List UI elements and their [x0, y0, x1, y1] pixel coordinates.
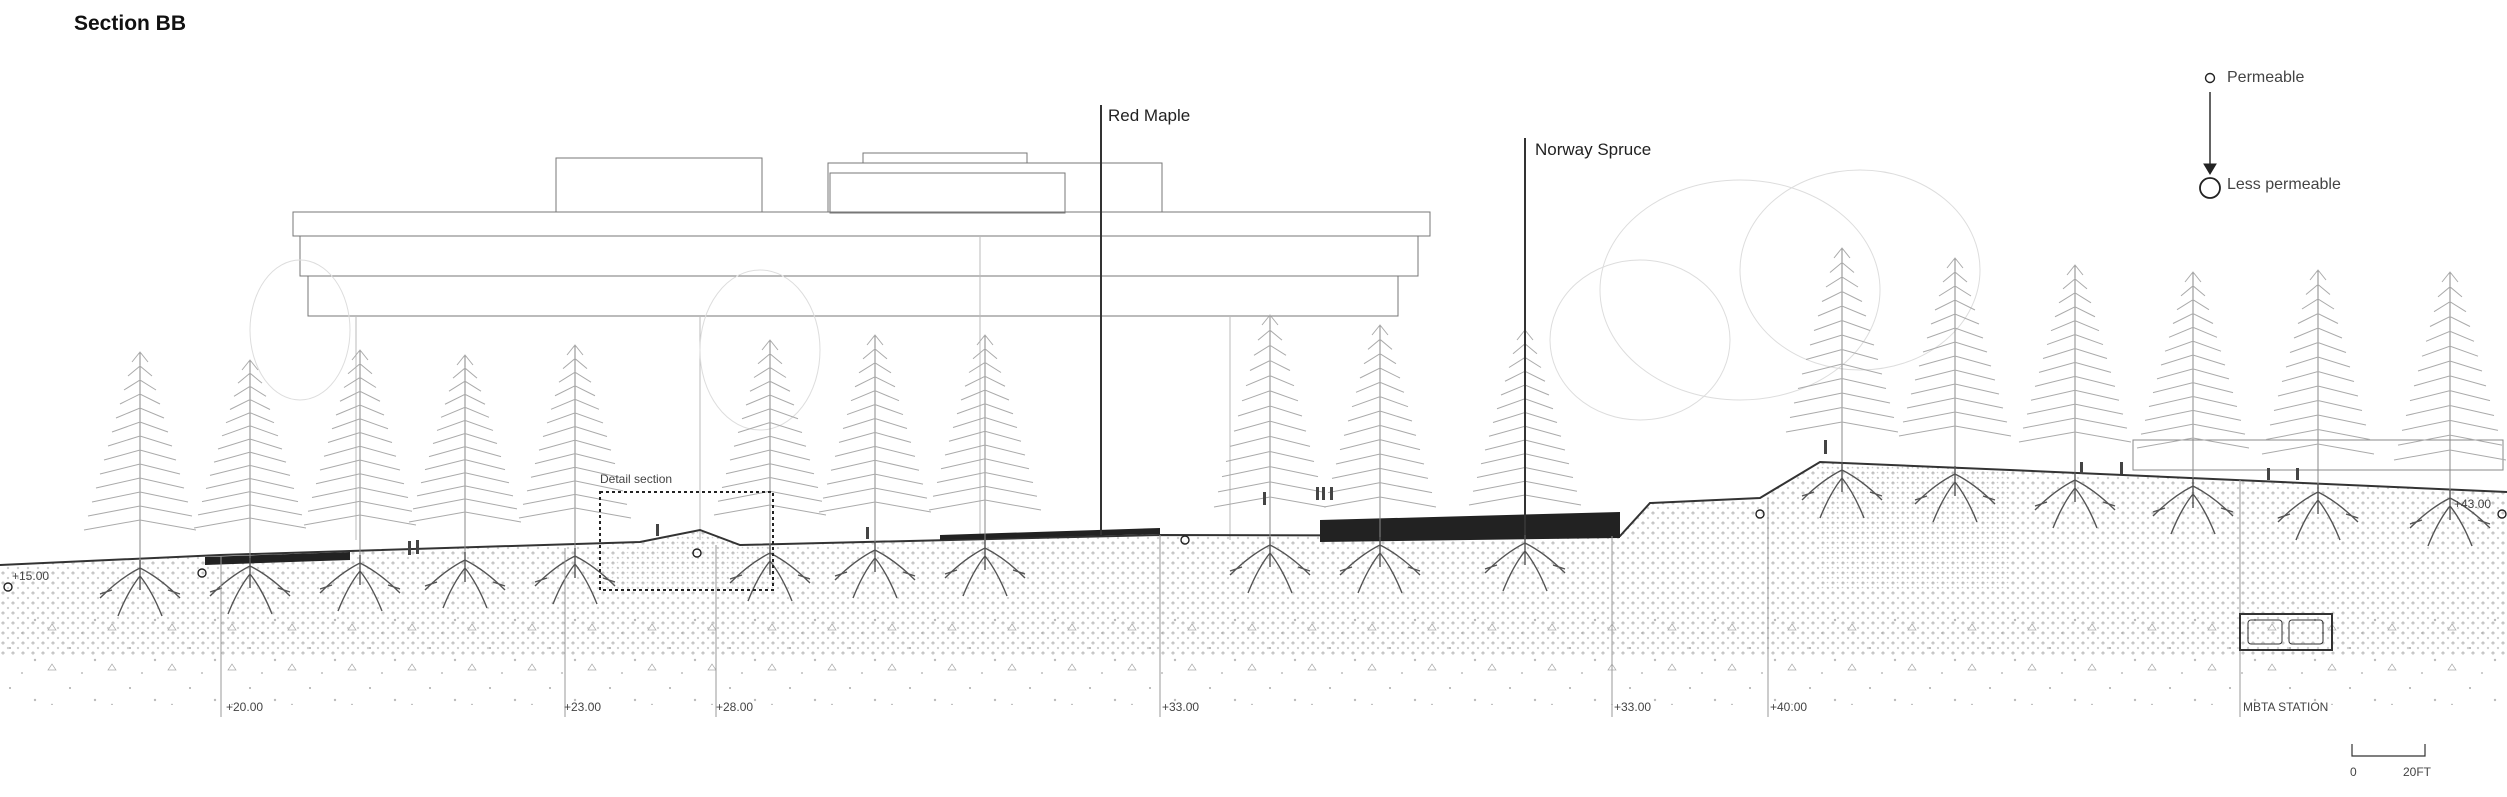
spruce-tree — [193, 359, 307, 558]
tree-roots — [1484, 535, 1566, 592]
mbta-station-label: MBTA STATION — [2243, 700, 2329, 714]
tree-roots — [99, 560, 181, 617]
tree-roots — [1801, 462, 1883, 519]
tree-roots — [319, 555, 401, 612]
spruce-tree — [2018, 264, 2132, 472]
tree-roots — [1914, 466, 1996, 523]
elevation-label: +15.00 — [12, 569, 50, 583]
spruce-tree — [2393, 271, 2507, 490]
spruce-tree — [2136, 271, 2250, 478]
detail-fill — [600, 530, 773, 590]
elevation-label: +40.00 — [1770, 700, 1808, 714]
spruce-tree — [518, 344, 632, 548]
scale-bar-start: 0 — [2350, 765, 2357, 779]
elevation-label: +28.00 — [716, 700, 754, 714]
spruce-tree — [818, 334, 932, 542]
tree-roots — [729, 545, 811, 602]
spruce-tree — [713, 339, 827, 545]
tree-roots — [209, 558, 291, 615]
background-canopy — [249, 169, 1981, 431]
legend-less-permeable-label: Less permeable — [2227, 176, 2341, 193]
elevation-label: +43.00 — [2454, 497, 2492, 511]
legend-graphic — [2199, 72, 2221, 199]
spruce-tree — [303, 349, 417, 555]
gravel-layer — [0, 615, 2507, 705]
spruce-tree — [928, 334, 1042, 540]
tree-roots — [1229, 537, 1311, 594]
people — [408, 440, 2299, 555]
elevation-label: +33.00 — [1614, 700, 1652, 714]
spruce-tree — [1898, 257, 2012, 466]
elevation-label: +33.00 — [1162, 700, 1200, 714]
spruce-tree — [1785, 247, 1899, 462]
legend-permeable-label: Permeable — [2227, 69, 2305, 86]
spruce-tree — [408, 354, 522, 552]
scale-bar-end: 20FT — [2403, 765, 2432, 779]
section-title: Section BB — [74, 12, 187, 35]
detail-section-label: Detail section — [600, 472, 673, 486]
spruce-tree — [1323, 324, 1437, 537]
tree-roots — [2152, 478, 2234, 535]
spruce-tree — [2261, 269, 2375, 484]
tree-group — [83, 247, 2507, 560]
tree-roots — [424, 552, 506, 609]
spruce-tree — [1213, 314, 1327, 537]
building-outline — [292, 152, 1431, 540]
tree-roots — [834, 542, 916, 599]
tree-roots — [2277, 484, 2359, 541]
tree-roots — [1339, 537, 1421, 594]
paving — [205, 512, 1620, 565]
tree-roots — [944, 540, 1026, 597]
soil-fine — [1820, 462, 2010, 590]
permeability-markers — [3, 509, 2507, 592]
elevation-lines — [220, 480, 2241, 717]
building-roof-band — [292, 211, 1431, 237]
norway-spruce-label: Norway Spruce — [1535, 140, 1652, 159]
detail-section-box — [599, 491, 774, 591]
root-group — [99, 462, 2491, 617]
tree-roots — [534, 548, 616, 605]
tree-roots — [2409, 490, 2491, 547]
elevation-label: +20.00 — [226, 700, 264, 714]
scale-bar-graphic — [2351, 744, 2426, 757]
tree-roots — [2034, 472, 2116, 529]
mbta-station — [2239, 613, 2333, 651]
elevation-label: +23.00 — [564, 700, 602, 714]
spruce-tree — [83, 351, 197, 560]
red-maple-label: Red Maple — [1108, 106, 1191, 125]
